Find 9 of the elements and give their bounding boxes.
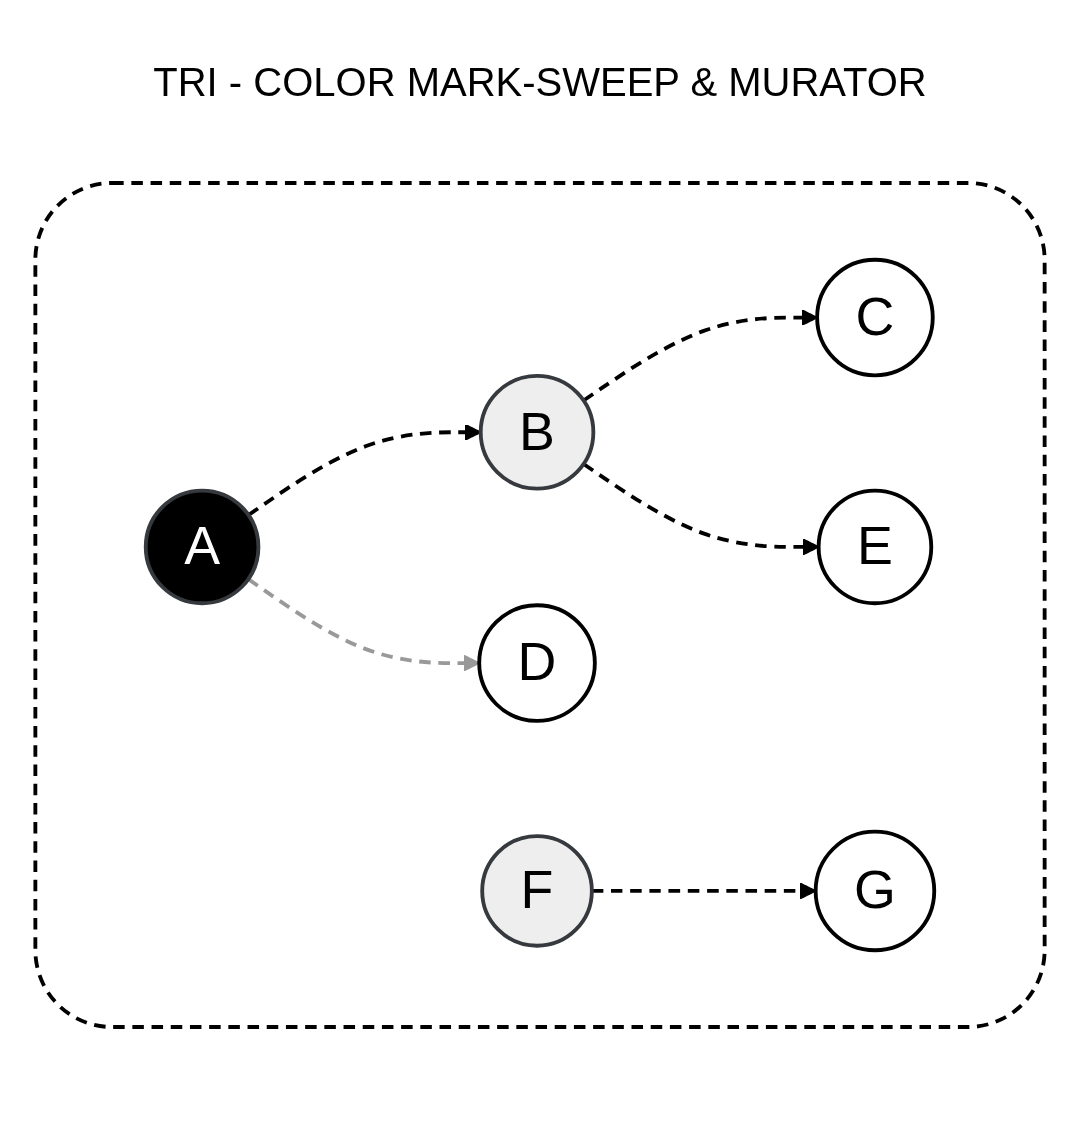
node-circle: F	[480, 834, 594, 948]
node-circle: G	[813, 829, 937, 953]
cluster	[33, 181, 1047, 1029]
node-circle: B	[478, 374, 596, 491]
node-circle: E	[816, 488, 934, 606]
node-circle: A	[143, 488, 261, 606]
node-circle: C	[815, 257, 935, 378]
diagram-title: TRI - COLOR MARK-SWEEP & MURATOR	[152, 60, 928, 105]
node-circle: D	[477, 603, 597, 723]
